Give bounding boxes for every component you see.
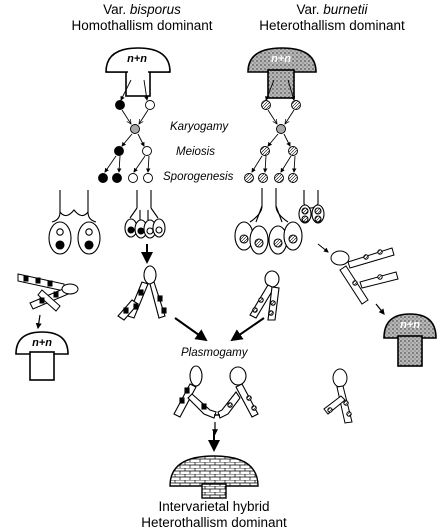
burnetii-basidium-four-spore (234, 188, 303, 255)
header-bisporus-prefix: Var. (103, 2, 130, 17)
cap-label-bisporus: n+n (127, 53, 147, 65)
arrow-to-plasmogamy-left (174, 317, 208, 342)
header-bisporus-subtitle: Homothallism dominant (71, 18, 213, 33)
bisporus-basidium-two-spore (48, 190, 101, 255)
footer-line2: Heterothallism dominant (141, 515, 287, 530)
step-sporogenesis: Sporogenesis (163, 171, 234, 183)
burnetii-basidium-two-spore (298, 190, 325, 224)
hybrid-left-mushroom (15, 331, 69, 381)
step-karyogamy: Karyogamy (170, 121, 229, 133)
step-meiosis: Meiosis (176, 146, 215, 158)
burnetii-nuclear-cascade (244, 79, 301, 183)
arrow-to-plasmogamy-right (230, 317, 265, 342)
header-burnetii-prefix: Var. (296, 2, 324, 17)
header-burnetii: Var. burnetii Heterothallism dominant (222, 2, 442, 34)
burnetii-germinating-mycelium (317, 243, 399, 315)
burnetii-lower-mycelium (323, 368, 353, 424)
bisporus-heterokaryon-mycelium (117, 244, 167, 321)
cap-label-left-hybrid: n+n (32, 337, 52, 349)
burnetii-right-mushroom (383, 313, 437, 367)
bisporus-basidium-four-spore (124, 190, 166, 239)
cap-label-burnetii: n+n (271, 53, 291, 65)
header-bisporus-name: bisporus (129, 2, 181, 17)
header-burnetii-name: burnetii (323, 2, 368, 17)
bisporus-homothallic-mycelium (17, 273, 79, 330)
header-bisporus: Var. bisporus Homothallism dominant (22, 2, 262, 34)
footer-line1: Intervarietal hybrid (158, 499, 270, 514)
cap-label-right-burnetii: n+n (400, 319, 420, 331)
burnetii-heterokaryon-mycelium (249, 270, 280, 321)
footer-caption: Intervarietal hybrid Heterothallism domi… (104, 499, 324, 531)
hybrid-mushroom (169, 455, 259, 499)
bisporus-nuclear-cascade (98, 79, 155, 183)
header-burnetii-subtitle: Heterothallism dominant (259, 18, 405, 33)
plasmogamy-fusion-hyphae (173, 365, 259, 452)
step-plasmogamy: Plasmogamy (181, 347, 248, 359)
